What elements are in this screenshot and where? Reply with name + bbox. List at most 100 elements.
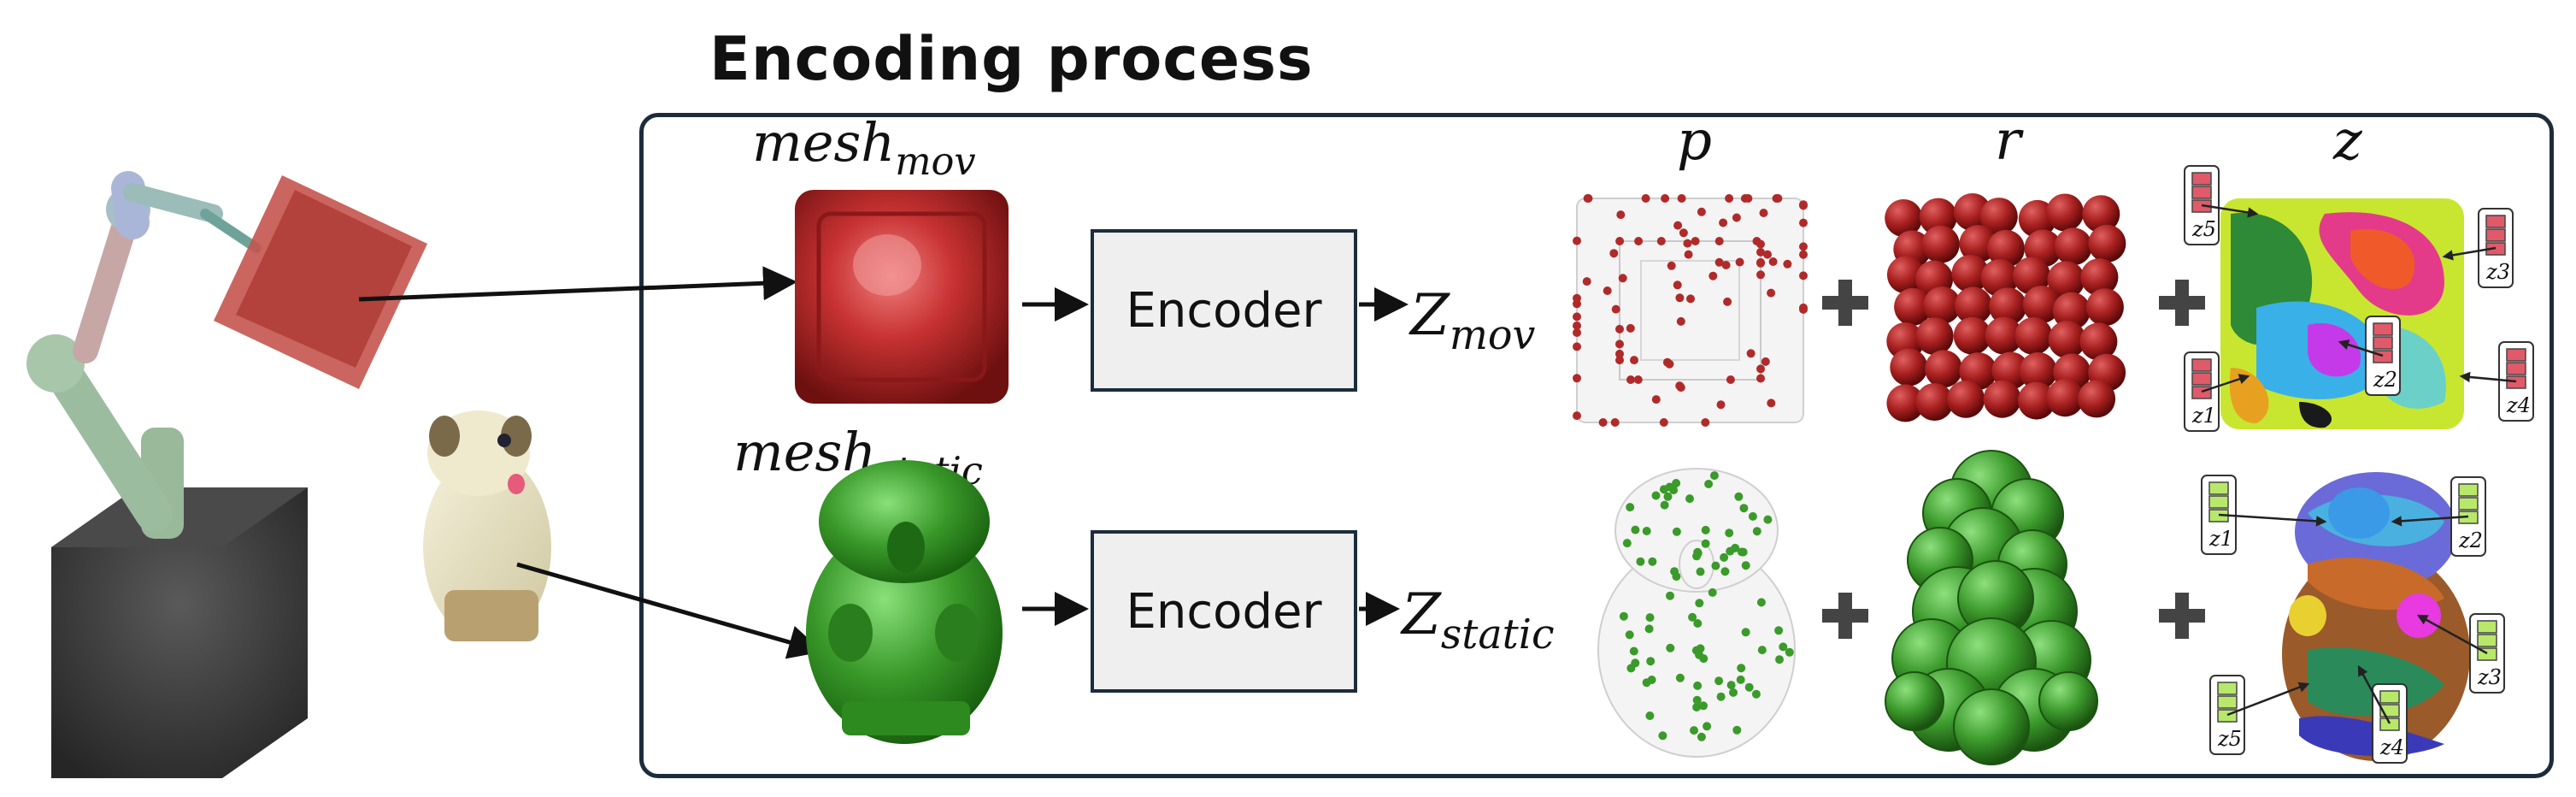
point-static [1704, 480, 1714, 488]
point-mov [1615, 237, 1625, 245]
point-static [1672, 479, 1681, 487]
point-mov [1716, 400, 1726, 410]
robot-arm-link-upper [73, 201, 141, 363]
sphere-mov [2080, 258, 2119, 297]
sphere-mov [2082, 195, 2120, 233]
sphere-mov [1951, 255, 1990, 292]
point-static [1732, 725, 1742, 735]
point-mov [1723, 297, 1732, 306]
point-static [1666, 591, 1674, 600]
point-static [1720, 567, 1730, 576]
sphere-mov [2019, 351, 2057, 390]
point-static [1751, 689, 1761, 699]
point-mov [1714, 237, 1724, 245]
sphere-mov [1980, 259, 2019, 297]
point-static [1734, 492, 1744, 501]
latent-static-label: Zstatic [1402, 582, 1555, 658]
point-mov [1701, 418, 1710, 427]
robot-base-box [51, 487, 308, 778]
point-mov [1651, 395, 1661, 404]
point-mov [1767, 288, 1776, 298]
point-static [1692, 695, 1702, 705]
sphere-mov [2047, 261, 2085, 299]
point-mov [1615, 349, 1624, 358]
point-static [1729, 688, 1738, 697]
point-mov [1677, 194, 1686, 203]
point-mov [1673, 221, 1683, 230]
point-mov [1630, 356, 1638, 365]
point-static [1744, 682, 1754, 692]
point-static [1690, 726, 1698, 735]
point-static [1693, 547, 1703, 557]
point-mov [1610, 418, 1620, 427]
sphere-static [1953, 688, 2030, 765]
point-static [1631, 525, 1640, 534]
encoder-box-mov: Encoder [1091, 229, 1357, 392]
sphere-mov [1989, 287, 2027, 326]
point-static [1699, 654, 1709, 664]
sphere-mov [2046, 193, 2085, 232]
point-mov [1719, 218, 1728, 227]
point-mov [1744, 194, 1753, 203]
point-static [1642, 527, 1651, 535]
latent-mov-label: Zmov [1410, 282, 1535, 359]
robot-gripper [200, 209, 262, 253]
point-mov [1675, 293, 1685, 303]
point-static [1688, 612, 1697, 622]
point-mov [1691, 237, 1700, 245]
point-static [1774, 626, 1784, 635]
point-mov [1726, 375, 1735, 384]
sphere-mov [1885, 199, 1923, 237]
point-mov [1675, 381, 1685, 391]
latent-static-base: Z [1402, 582, 1441, 647]
segmented-mesh-static [2282, 472, 2470, 761]
feature-vector-mov-1: z1 [2184, 351, 2220, 432]
point-static [1658, 731, 1667, 741]
point-mov [1746, 349, 1756, 358]
point-mov [1799, 242, 1808, 251]
point-static [1779, 642, 1788, 652]
point-mov [1799, 271, 1808, 280]
point-mov [1783, 259, 1792, 269]
sphere-mov [1890, 348, 1928, 387]
point-static [1625, 630, 1634, 640]
point-mov [1732, 213, 1741, 222]
pointcloud-mov [1573, 194, 1808, 427]
sphere-mov [2014, 316, 2053, 355]
point-mov [1768, 257, 1778, 266]
sphere-set-static [1885, 450, 2098, 765]
point-static [1651, 491, 1661, 500]
point-static [1675, 673, 1685, 682]
sphere-mov [2054, 227, 2092, 266]
point-static [1726, 546, 1735, 556]
segmented-mesh-mov [2220, 198, 2464, 429]
point-mov [1573, 236, 1581, 245]
encoder-label-static: Encoder [1126, 583, 1322, 640]
point-static [1663, 492, 1673, 501]
robot-arm-link-lower [41, 349, 173, 532]
point-mov [1615, 339, 1624, 349]
plus-icon-mov-1 [1822, 280, 1868, 326]
point-mov [1697, 207, 1706, 216]
sphere-mov [2078, 380, 2116, 418]
point-static [1701, 525, 1710, 534]
mesh-mov-render [795, 190, 1009, 404]
latent-static-sub: static [1440, 611, 1555, 658]
point-mov [1709, 271, 1718, 280]
point-mov [1584, 194, 1593, 203]
point-mov [1683, 239, 1692, 248]
sphere-mov [1915, 383, 1954, 421]
svg-text:z3: z3 [2477, 665, 2502, 689]
svg-text:z5: z5 [2217, 727, 2242, 751]
encoder-box-static: Encoder [1091, 530, 1357, 693]
svg-text:z4: z4 [2506, 393, 2531, 417]
sphere-mov [2079, 322, 2118, 361]
arrow-tray-to-mesh-mov [358, 266, 797, 302]
feature-vector-static-5: z5 [2209, 675, 2245, 755]
point-static [1714, 676, 1724, 686]
point-static [1708, 587, 1717, 597]
arrow-dog-to-mesh-static [516, 562, 823, 659]
dog-toy [423, 410, 551, 641]
